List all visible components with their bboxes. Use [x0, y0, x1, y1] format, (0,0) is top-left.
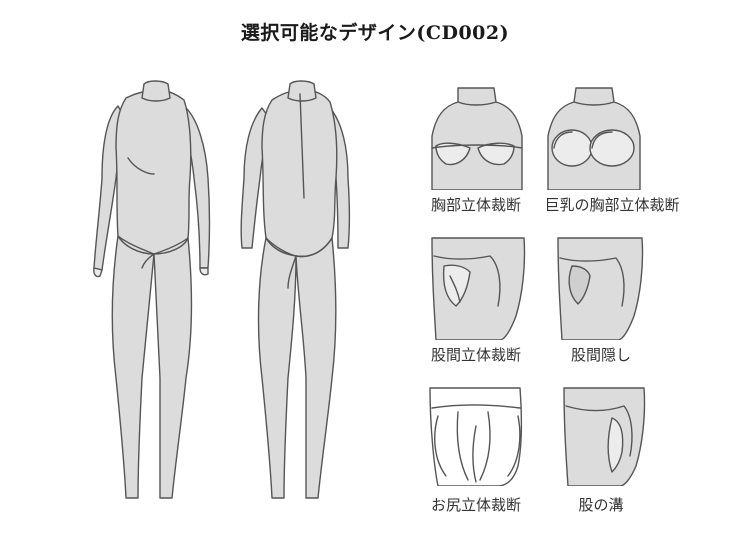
large-bust-chest-3d-cut-figure — [547, 87, 641, 190]
back-bodysuit-figure — [240, 80, 351, 499]
crotch-groove-figure — [563, 387, 646, 486]
option-label-crotch-3d-cut: 股間立体裁断 — [430, 346, 521, 364]
option-label-crotch-cover: 股間隠し — [570, 346, 631, 364]
front-bodysuit-figure — [93, 80, 211, 499]
option-label-chest-3d-cut: 胸部立体裁断 — [430, 196, 521, 214]
buttocks-3d-cut-figure — [429, 387, 523, 486]
crotch-3d-cut-figure — [431, 237, 526, 340]
page-title: 選択可能なデザイン(CD002) — [240, 22, 510, 44]
option-label-buttocks-3d-cut: お尻立体裁断 — [430, 496, 521, 514]
option-label-large-bust-chest-3d-cut: 巨乳の胸部立体裁断 — [544, 196, 680, 214]
crotch-cover-figure — [557, 237, 644, 340]
chest-3d-cut-figure — [431, 87, 523, 190]
option-label-crotch-groove: 股の溝 — [578, 496, 624, 514]
